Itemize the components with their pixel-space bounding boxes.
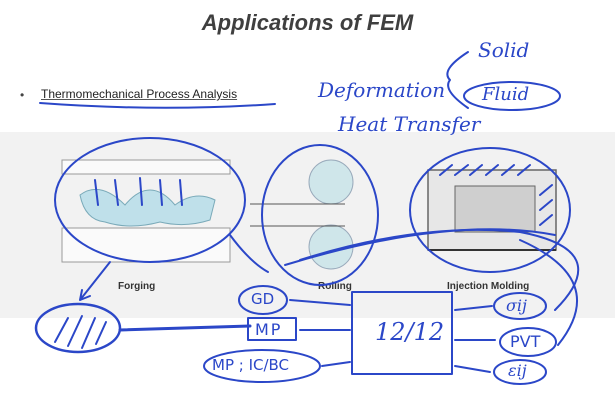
- hw-gd: GD: [251, 290, 275, 308]
- fluid-loop: [463, 81, 561, 111]
- hw-solver: 12/12: [375, 318, 445, 346]
- hw-out-pvt: PVT: [510, 332, 541, 351]
- brace-stroke: [446, 51, 469, 109]
- hw-deformation: Deformation: [318, 78, 446, 102]
- rolling-loop: [261, 144, 379, 286]
- hw-mp: MP: [255, 320, 283, 339]
- mp-ic-bc-loop: [203, 349, 321, 383]
- gd-loop: [238, 285, 288, 315]
- hw-fluid: Fluid: [482, 84, 530, 105]
- injection-molding-image: [427, 169, 557, 251]
- hatched-ellipse: [34, 302, 122, 354]
- rolling-label: Rolling: [318, 281, 352, 292]
- bullet-underline-stroke: [39, 102, 276, 109]
- out-pvt-loop: [499, 327, 557, 357]
- injection-molding-label: Injection Molding: [447, 281, 530, 292]
- molding-loop: [409, 147, 571, 273]
- hw-heat-transfer: Heat Transfer: [338, 112, 481, 136]
- out-stress-loop: [493, 292, 547, 320]
- forging-image: [61, 159, 231, 263]
- mp-box: [247, 317, 297, 341]
- bullet-text: Thermomechanical Process Analysis: [41, 87, 238, 101]
- forging-label: Forging: [118, 281, 156, 292]
- hw-out-stress: σij: [506, 296, 527, 315]
- out-strain-loop: [493, 359, 547, 385]
- solver-box: [351, 291, 453, 375]
- hw-mp-ic-bc: MP ; IC/BC: [212, 356, 290, 374]
- hw-solid: Solid: [478, 38, 530, 62]
- forging-loop: [54, 137, 246, 263]
- slide-title: Applications of FEM: [201, 10, 414, 35]
- bullet-dot: •: [20, 88, 25, 102]
- hw-out-strain: εij: [508, 361, 527, 380]
